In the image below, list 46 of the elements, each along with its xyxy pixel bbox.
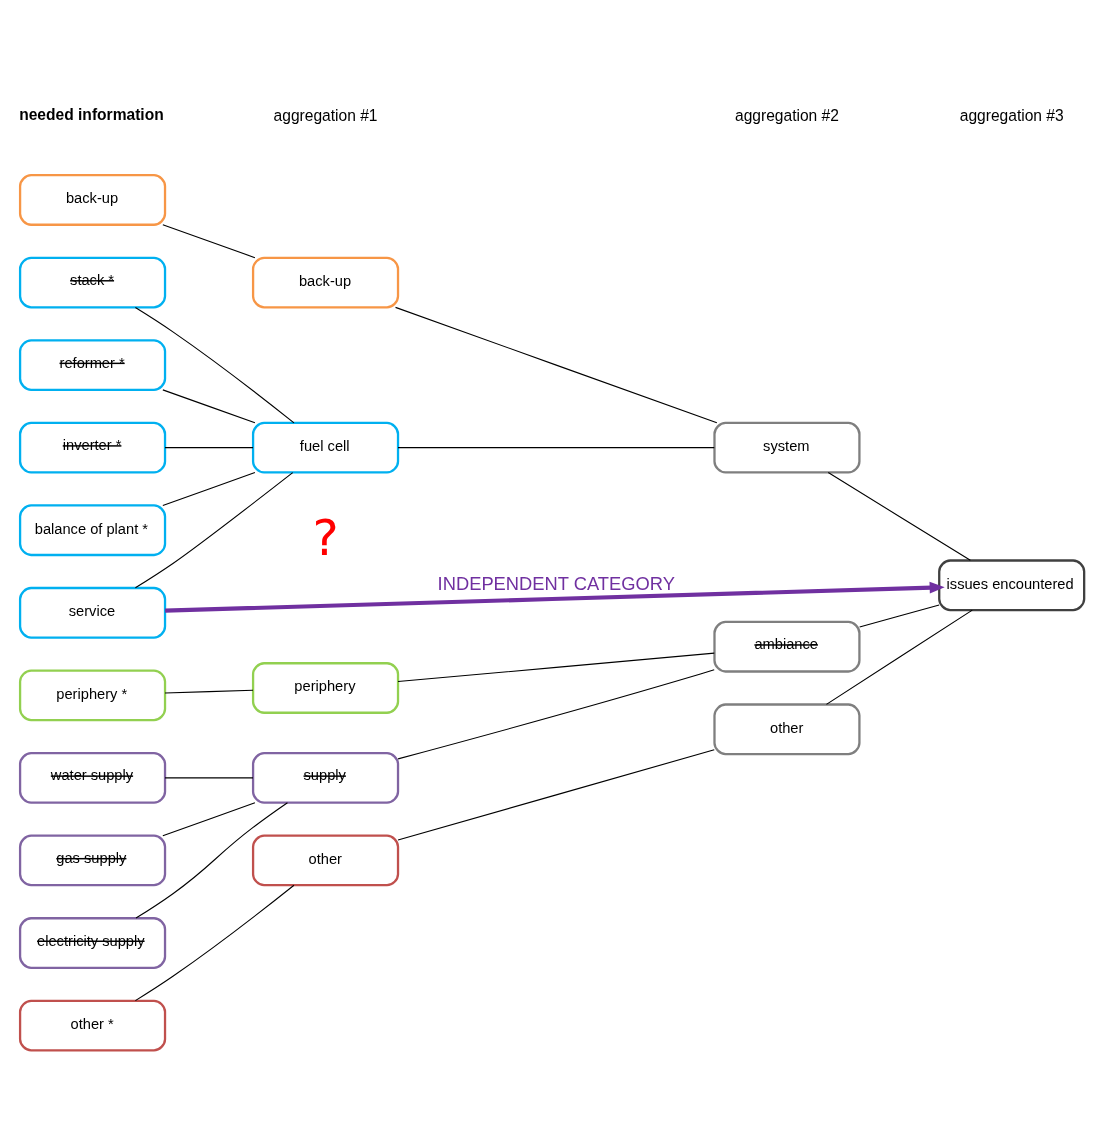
node-box: other xyxy=(713,702,861,755)
edge-label: INDEPENDENT CATEGORY xyxy=(437,572,675,594)
connector xyxy=(162,388,256,423)
label: aggregation #3 xyxy=(959,106,1064,124)
connector xyxy=(164,689,254,694)
node-box: system xyxy=(713,421,861,474)
node-box: fuel cell xyxy=(251,421,400,474)
label: needed information xyxy=(19,105,164,123)
node-box: reformer * xyxy=(18,338,167,391)
node-box: other * xyxy=(18,999,167,1051)
node-box: periphery xyxy=(251,661,400,714)
connector xyxy=(162,801,256,836)
label: aggregation #1 xyxy=(273,106,378,124)
connector xyxy=(859,603,940,627)
node-box: water supply xyxy=(18,751,167,804)
connector xyxy=(397,446,715,448)
connector xyxy=(825,609,973,705)
node-box: periphery * xyxy=(18,668,167,721)
node-box: electricity supply xyxy=(18,916,167,969)
node-box: service xyxy=(18,586,167,639)
node-box: issues encountered xyxy=(938,558,1086,611)
node-box: other xyxy=(251,834,400,886)
node-box: balance of plant * xyxy=(18,503,167,556)
connector xyxy=(164,776,254,778)
connector xyxy=(162,471,256,506)
connector xyxy=(397,668,715,759)
label: ? xyxy=(312,508,339,567)
node-box: ambiance xyxy=(713,620,861,673)
node-box: back-up xyxy=(18,173,167,226)
connector xyxy=(164,446,254,448)
connector xyxy=(134,884,295,1001)
label: aggregation #2 xyxy=(734,106,839,124)
connector xyxy=(397,652,715,682)
connector xyxy=(827,471,971,561)
connector xyxy=(397,748,715,841)
node-box: gas supply xyxy=(18,834,167,886)
node-box: supply xyxy=(251,751,400,804)
node-box: back-up xyxy=(251,256,400,308)
arrow xyxy=(165,581,945,613)
connector xyxy=(134,306,295,423)
connector xyxy=(135,801,288,919)
connector xyxy=(134,471,294,588)
connector xyxy=(394,306,718,423)
node-box: inverter * xyxy=(18,421,167,474)
connector xyxy=(162,223,256,258)
node-box: stack * xyxy=(18,256,167,308)
